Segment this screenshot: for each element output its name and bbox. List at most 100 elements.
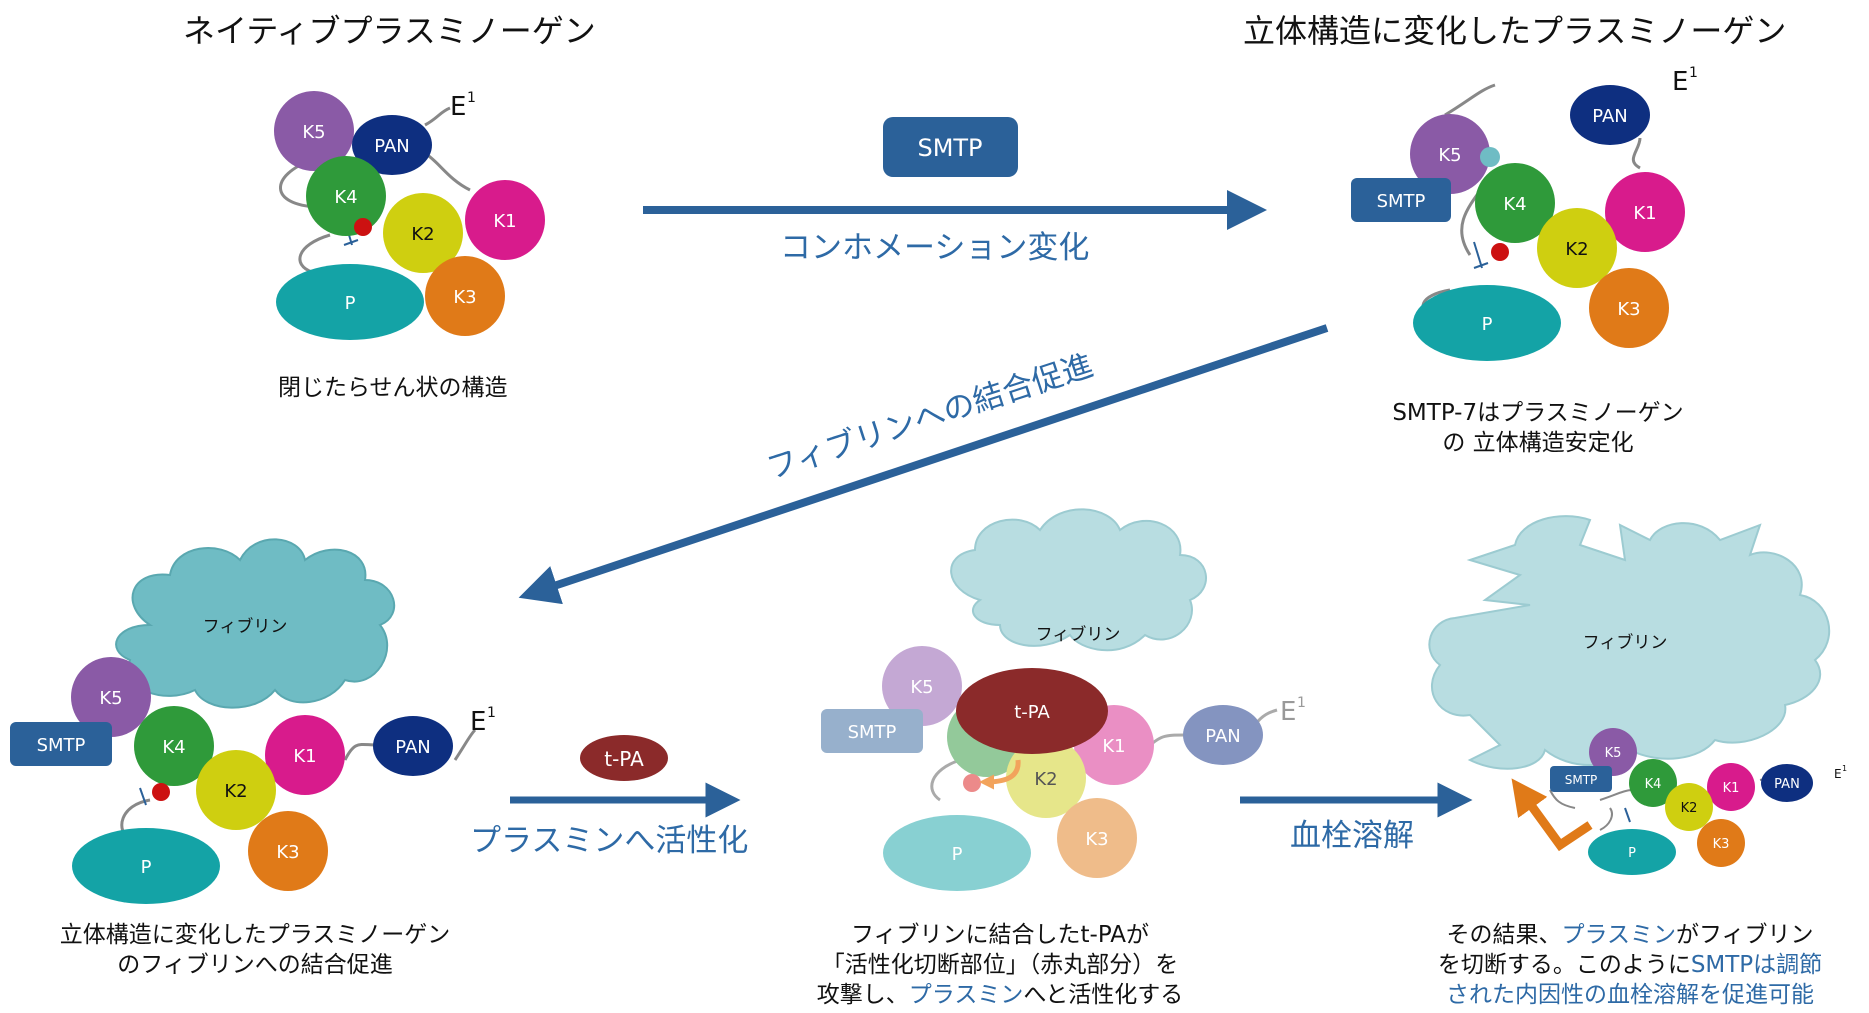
cleavage-site <box>1491 243 1509 261</box>
svg-text:K2: K2 <box>411 224 434 245</box>
svg-text:K1: K1 <box>493 211 516 232</box>
cleavage-site <box>963 774 981 792</box>
k3-domain: K3 <box>1057 798 1137 878</box>
svg-text:PAN: PAN <box>1774 777 1800 792</box>
pan-domain: PAN <box>1570 85 1650 145</box>
svg-text:K1: K1 <box>1102 736 1125 757</box>
svg-text:K1: K1 <box>293 746 316 767</box>
activation-label: プラスミンへ活性化 <box>470 823 749 859</box>
svg-text:t-PA: t-PA <box>1014 702 1050 723</box>
fibrin-cloud <box>115 538 396 709</box>
cut-fibrin-cloud <box>1428 515 1831 770</box>
cleavage-site <box>152 783 170 801</box>
k2-domain: K2 <box>1006 738 1086 818</box>
cleavage-attack-arrow <box>979 759 1021 790</box>
svg-text:K3: K3 <box>1713 837 1730 852</box>
svg-text:K4: K4 <box>334 187 357 208</box>
svg-text:K5: K5 <box>302 122 325 143</box>
svg-text:K5: K5 <box>1438 145 1461 166</box>
k2-domain: K2 <box>383 193 463 273</box>
k4-domain: K4 <box>306 156 386 236</box>
svg-text:SMTP: SMTP <box>37 735 86 756</box>
svg-text:K2: K2 <box>1034 769 1057 790</box>
p-domain: P <box>72 828 220 904</box>
k4-domain: K4 <box>1475 163 1555 243</box>
smtp-bound: SMTP <box>10 722 112 766</box>
svg-text:1: 1 <box>487 705 496 721</box>
svg-text:K1: K1 <box>1633 203 1656 224</box>
k1-domain: K1 <box>465 180 545 260</box>
svg-text:K5: K5 <box>99 688 122 709</box>
svg-text:1: 1 <box>1842 764 1847 773</box>
pan-domain: PAN <box>1183 705 1263 765</box>
tpa-caption: フィブリンに結合したt-PAが 「活性化切断部位」（赤丸部分）を 攻撃し、プラス… <box>816 922 1184 1008</box>
k5-domain: K5 <box>71 657 151 737</box>
svg-text:E: E <box>1834 767 1842 781</box>
fibrin-label: フィブリン <box>1583 632 1668 653</box>
svg-text:PAN: PAN <box>395 737 430 758</box>
smtp7-caption: SMTP-7はプラスミノーゲン の 立体構造安定化 <box>1392 400 1684 456</box>
k4-domain: K4 <box>134 706 214 786</box>
fibrin-label: フィブリン <box>203 616 288 637</box>
pan-domain: PAN <box>352 115 432 175</box>
native-title: ネイティブプラスミノーゲン <box>183 12 596 50</box>
k1-domain: K1 <box>1707 763 1755 811</box>
svg-text:E: E <box>1280 697 1296 727</box>
pan-domain: PAN <box>1761 764 1813 802</box>
k5-domain: K5 <box>882 646 962 726</box>
lysine-site <box>1480 147 1500 167</box>
svg-text:PAN: PAN <box>1592 106 1627 127</box>
cutting-arrow <box>1511 778 1593 852</box>
result-caption: その結果、プラスミンがフィブリン を切断する。このようにSMTPは調節 された内… <box>1437 922 1823 1008</box>
svg-text:P: P <box>952 844 963 865</box>
thrombolysis-label: 血栓溶解 <box>1290 818 1414 854</box>
k4-domain: K4 <box>1629 759 1677 807</box>
svg-text:1: 1 <box>467 90 476 106</box>
svg-text:SMTP: SMTP <box>1377 191 1426 212</box>
fibrin-bind-caption: 立体構造に変化したプラスミノーゲン のフィブリンへの結合促進 <box>59 922 451 978</box>
p-domain: P <box>276 264 424 340</box>
svg-text:K5: K5 <box>1605 746 1622 761</box>
svg-text:E: E <box>1672 67 1688 97</box>
k2-domain: K2 <box>1665 783 1713 831</box>
svg-text:SMTP: SMTP <box>1565 773 1598 787</box>
svg-text:PAN: PAN <box>374 136 409 157</box>
svg-text:P: P <box>1628 846 1636 861</box>
smtp-bound: SMTP <box>821 709 923 753</box>
p-domain: P <box>1413 285 1561 361</box>
k2-domain: K2 <box>196 750 276 830</box>
svg-text:P: P <box>141 857 152 878</box>
tpa-badge-arrow: t-PA <box>580 735 668 781</box>
svg-text:K2: K2 <box>1681 801 1698 816</box>
k2-domain: K2 <box>1537 208 1617 288</box>
svg-text:K4: K4 <box>1503 194 1526 215</box>
fibrin-binding-arrow <box>518 324 1329 605</box>
svg-text:K5: K5 <box>910 677 933 698</box>
svg-text:K2: K2 <box>224 781 247 802</box>
pan-domain: PAN <box>373 716 453 776</box>
svg-text:K3: K3 <box>276 842 299 863</box>
svg-text:P: P <box>345 293 356 314</box>
svg-text:SMTP: SMTP <box>848 722 897 743</box>
changed-title: 立体構造に変化したプラスミノーゲン <box>1243 12 1787 50</box>
conformation-label: コンホメーション変化 <box>780 230 1090 266</box>
svg-text:K4: K4 <box>1645 777 1662 792</box>
k3-domain: K3 <box>1697 819 1745 867</box>
svg-text:K3: K3 <box>453 287 476 308</box>
svg-text:P: P <box>1482 314 1493 335</box>
svg-text:K4: K4 <box>162 737 185 758</box>
svg-text:K3: K3 <box>1085 829 1108 850</box>
p-domain: P <box>1588 829 1676 875</box>
k5-domain: K5 <box>1589 728 1637 776</box>
svg-text:E: E <box>470 707 486 737</box>
svg-text:K2: K2 <box>1565 239 1588 260</box>
